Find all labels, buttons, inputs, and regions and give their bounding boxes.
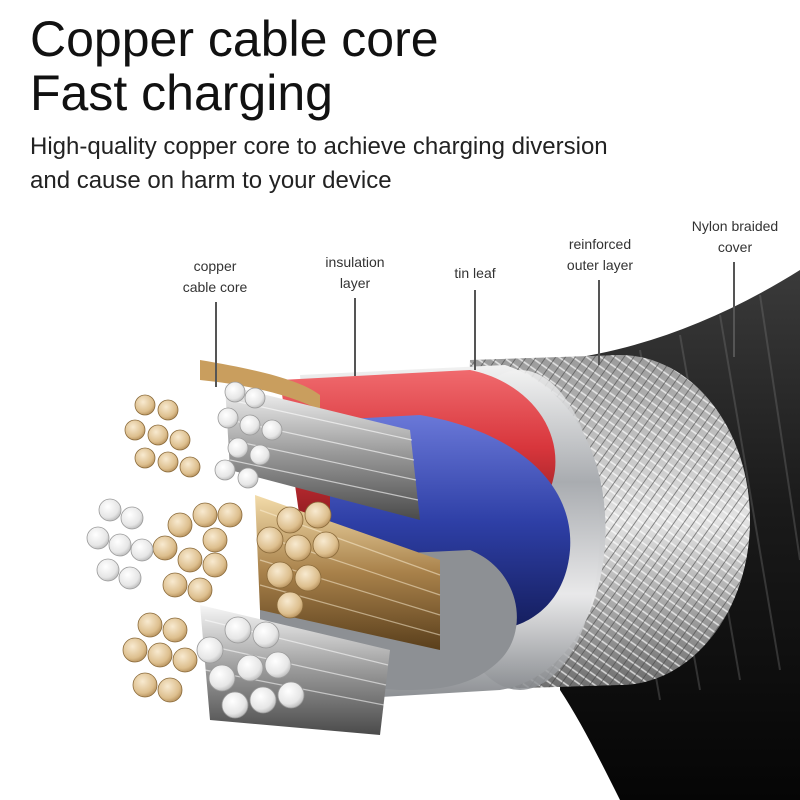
label-nylon-braided-cover: Nylon braided cover — [675, 216, 795, 258]
copper-strand-tips — [122, 394, 340, 703]
leader-line-copper — [215, 302, 217, 387]
label-insulation-layer: insulation layer — [305, 252, 405, 294]
subtitle-line-1: High-quality copper core to achieve char… — [30, 133, 608, 160]
leader-line-insulation — [354, 298, 356, 376]
label-line: copper — [193, 258, 237, 274]
leader-line-tin — [474, 290, 476, 370]
label-line: Nylon braided — [691, 218, 779, 234]
label-reinforced-outer-layer: reinforced outer layer — [545, 234, 655, 276]
label-line: layer — [339, 275, 371, 291]
leader-line-nylon — [733, 262, 735, 357]
label-line: tin leaf — [454, 265, 496, 281]
headline-line-2: Fast charging — [30, 65, 333, 121]
label-line: cover — [717, 239, 753, 255]
subtitle-line-2: and cause on harm to your device — [30, 167, 392, 194]
label-copper-cable-core: copper cable core — [165, 256, 265, 298]
label-line: insulation — [325, 254, 385, 270]
label-tin-leaf: tin leaf — [425, 263, 525, 284]
silver-strand-tips — [86, 381, 305, 719]
leader-line-reinforced — [598, 280, 600, 365]
label-line: cable core — [182, 279, 248, 295]
headline-line-1: Copper cable core — [30, 11, 439, 67]
copper-wrap-top — [200, 360, 320, 410]
label-line: outer layer — [566, 257, 634, 273]
label-line: reinforced — [568, 236, 632, 252]
